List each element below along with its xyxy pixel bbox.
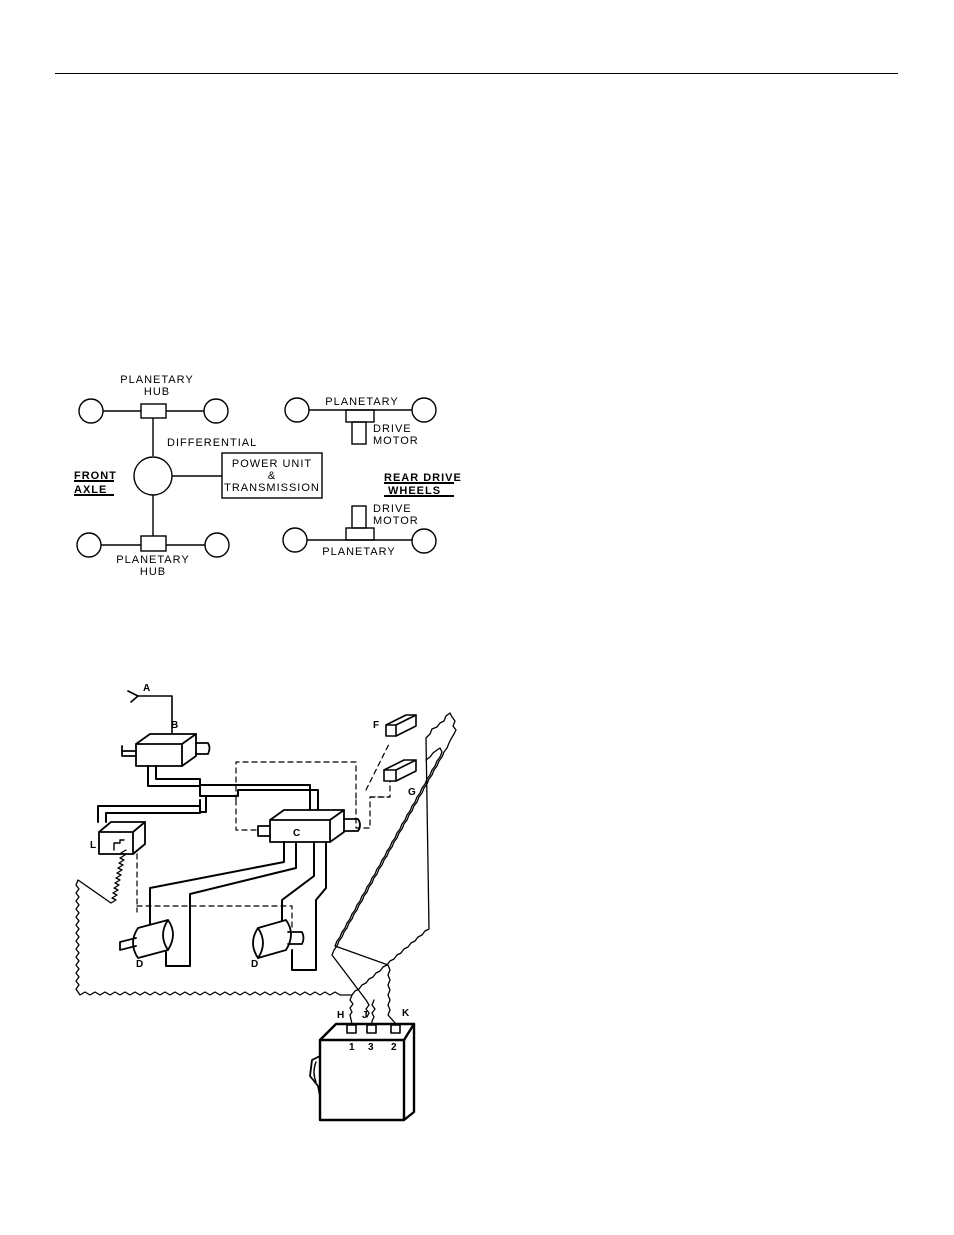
terminal-label-1: 1: [349, 1042, 355, 1053]
terminal-2: [391, 1025, 400, 1033]
block-b: [122, 734, 210, 766]
line-a: [128, 691, 172, 734]
control-unit: [310, 1024, 414, 1120]
terminal-3: [367, 1025, 376, 1033]
label-h: H: [337, 1010, 344, 1021]
label-c: C: [293, 828, 300, 839]
label-l: L: [90, 840, 96, 851]
terminal-label-2: 2: [391, 1042, 397, 1053]
label-j: J: [362, 1010, 368, 1021]
terminal-1: [347, 1025, 356, 1033]
label-d-right: D: [251, 959, 258, 970]
sensor-g: [384, 760, 416, 781]
control-l: [99, 822, 145, 854]
label-g: G: [408, 787, 416, 798]
label-f: F: [373, 720, 379, 731]
label-k: K: [402, 1008, 410, 1019]
sensor-f: [386, 715, 416, 736]
terminal-label-3: 3: [368, 1042, 374, 1053]
label-d-left: D: [136, 959, 143, 970]
valve-c: [258, 810, 360, 842]
label-a: A: [143, 683, 150, 694]
motor-d-right: [253, 920, 304, 958]
label-b: B: [171, 720, 178, 731]
